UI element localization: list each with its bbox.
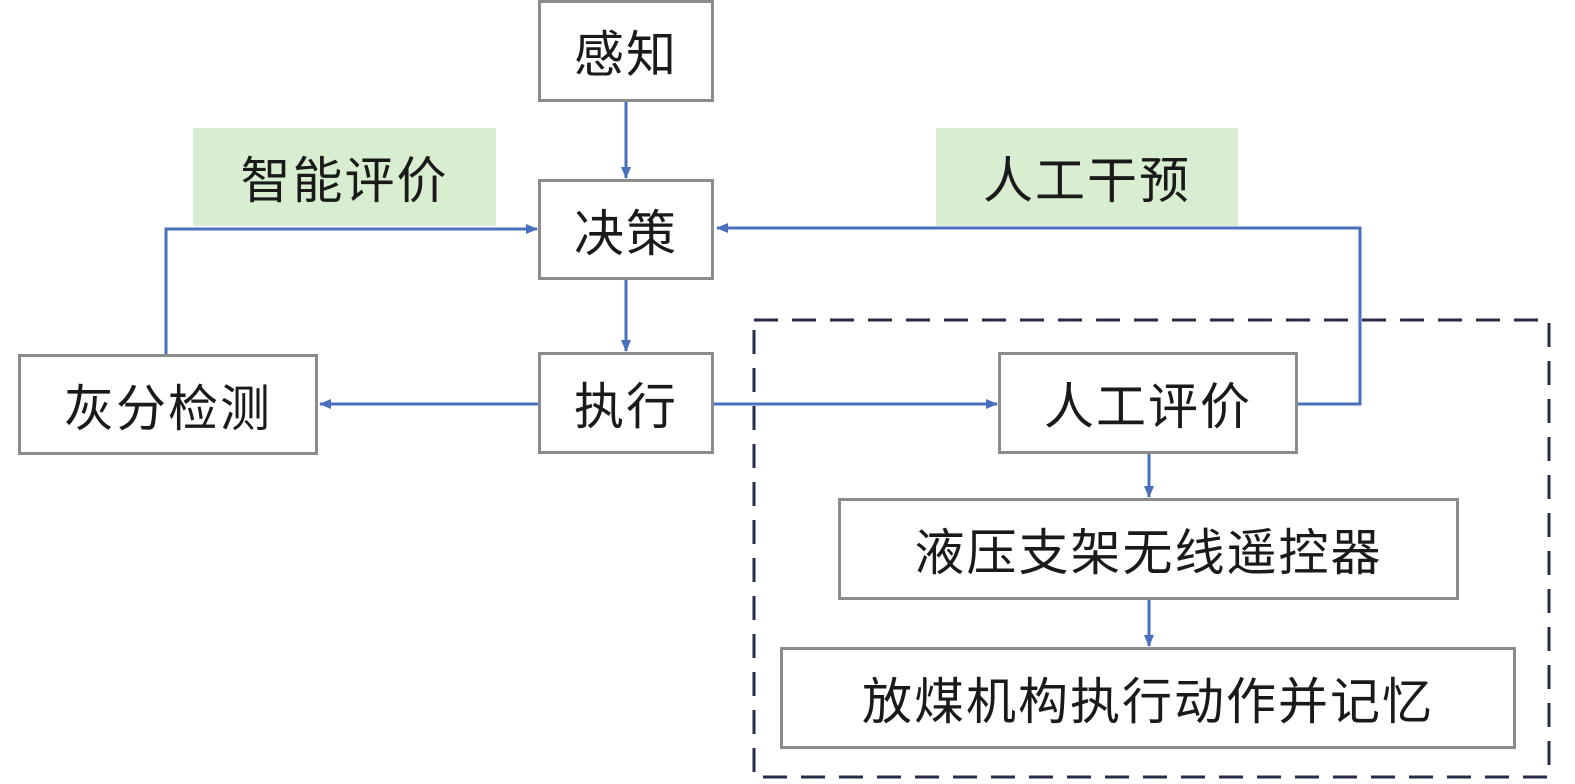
manual-intervention-label: 人工干预 xyxy=(936,128,1238,226)
node-remote-controller-text: 液压支架无线遥控器 xyxy=(914,524,1383,582)
edge-manual-evaluation-decision xyxy=(716,223,1362,406)
node-manual-evaluation: 人工评价 xyxy=(998,352,1298,454)
node-manual-evaluation-text: 人工评价 xyxy=(1044,378,1252,436)
node-decision: 决策 xyxy=(538,179,714,280)
node-execution-text: 执行 xyxy=(574,378,678,436)
node-ash-detection: 灰分检测 xyxy=(18,354,318,455)
intelligent-evaluation-label: 智能评价 xyxy=(193,128,496,226)
node-ash-detection-text: 灰分检测 xyxy=(64,379,272,438)
node-coal-release-text: 放煤机构执行动作并记忆 xyxy=(862,673,1434,731)
node-decision-text: 决策 xyxy=(574,204,678,263)
node-remote-controller: 液压支架无线遥控器 xyxy=(838,498,1459,600)
intelligent-evaluation-text: 智能评价 xyxy=(240,152,449,210)
manual-group-dashed-border xyxy=(752,318,1551,779)
edge-ash-detection-decision xyxy=(164,224,538,354)
node-perception: 感知 xyxy=(538,0,714,102)
node-coal-release: 放煤机构执行动作并记忆 xyxy=(780,647,1516,749)
node-execution: 执行 xyxy=(538,352,714,454)
node-perception-text: 感知 xyxy=(574,26,678,84)
manual-intervention-text: 人工干预 xyxy=(983,152,1191,210)
